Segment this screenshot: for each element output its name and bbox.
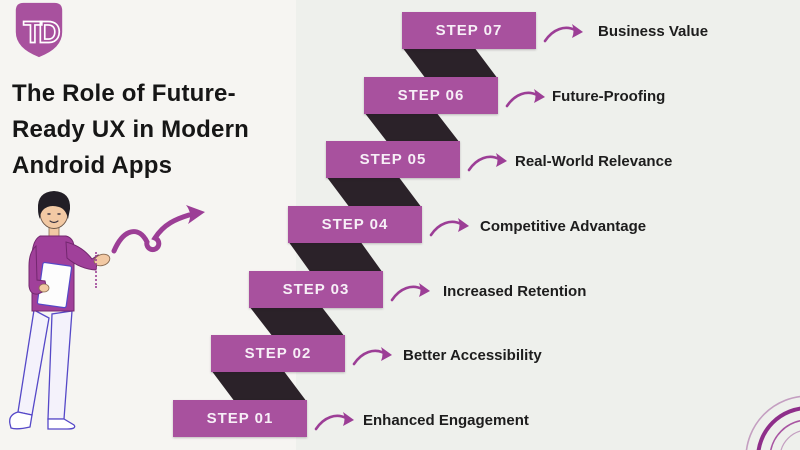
step-box-02-text: STEP 02 (244, 345, 312, 362)
arrow-icon-step-07 (543, 24, 583, 43)
arrow-icon-step-04 (429, 218, 469, 237)
step-box-07-text: STEP 07 (435, 22, 503, 39)
step-box-01: STEP 01 (173, 400, 307, 437)
presenter-arm-left (28, 244, 48, 295)
brand-logo-shield (15, 2, 63, 58)
presenter-smile (49, 220, 59, 224)
step-outcome-label-06: Future-Proofing (552, 88, 666, 105)
step-outcome-label-03: Increased Retention (443, 283, 587, 300)
presenter-shoe-left (9, 411, 33, 430)
step-box-06: STEP 06 (364, 77, 498, 114)
page-title: The Role of Future- Ready UX in Modern A… (12, 80, 249, 179)
step-outcome-label-01: Enhanced Engagement (363, 412, 529, 429)
arrow-icon-step-06 (505, 89, 545, 108)
step-box-03: STEP 03 (249, 271, 383, 308)
step-outcome-label-02: Better Accessibility (403, 347, 542, 364)
swirl-arrow-icon (111, 205, 205, 254)
dotted-line-decoration (95, 252, 97, 288)
step-box-05: STEP 05 (326, 141, 460, 178)
step-box-02: STEP 02 (211, 335, 345, 372)
arrow-icon-step-01 (314, 412, 354, 431)
presenter-hair (37, 191, 71, 219)
step-outcome-label-07: Business Value (598, 23, 709, 40)
presenter-leg-left (17, 308, 50, 416)
arrow-icon-step-05 (467, 153, 507, 172)
presenter-leg-right (47, 310, 73, 420)
presenter-hand-left (38, 283, 50, 293)
step-outcome-label-05: Real-World Relevance (515, 153, 673, 170)
step-outcome-label-04: Competitive Advantage (480, 218, 647, 235)
presenter-shoe-right (47, 418, 76, 430)
step-box-04: STEP 04 (288, 206, 422, 243)
arrow-icon-step-03 (390, 283, 430, 302)
step-box-07: STEP 07 (402, 12, 536, 49)
step-box-04-text: STEP 04 (321, 216, 389, 233)
step-box-03-text: STEP 03 (282, 281, 350, 298)
arrow-icon-step-02 (352, 347, 392, 366)
step-box-05-text: STEP 05 (359, 151, 427, 168)
brand-logo-monogram: TD (23, 15, 60, 50)
step-box-06-text: STEP 06 (397, 87, 465, 104)
step-box-01-text: STEP 01 (206, 410, 274, 427)
presenter-illustration (9, 191, 111, 430)
corner-arc-decoration (745, 395, 800, 450)
presenter-hand-right (93, 253, 111, 267)
brand-logo: TD (15, 2, 65, 58)
